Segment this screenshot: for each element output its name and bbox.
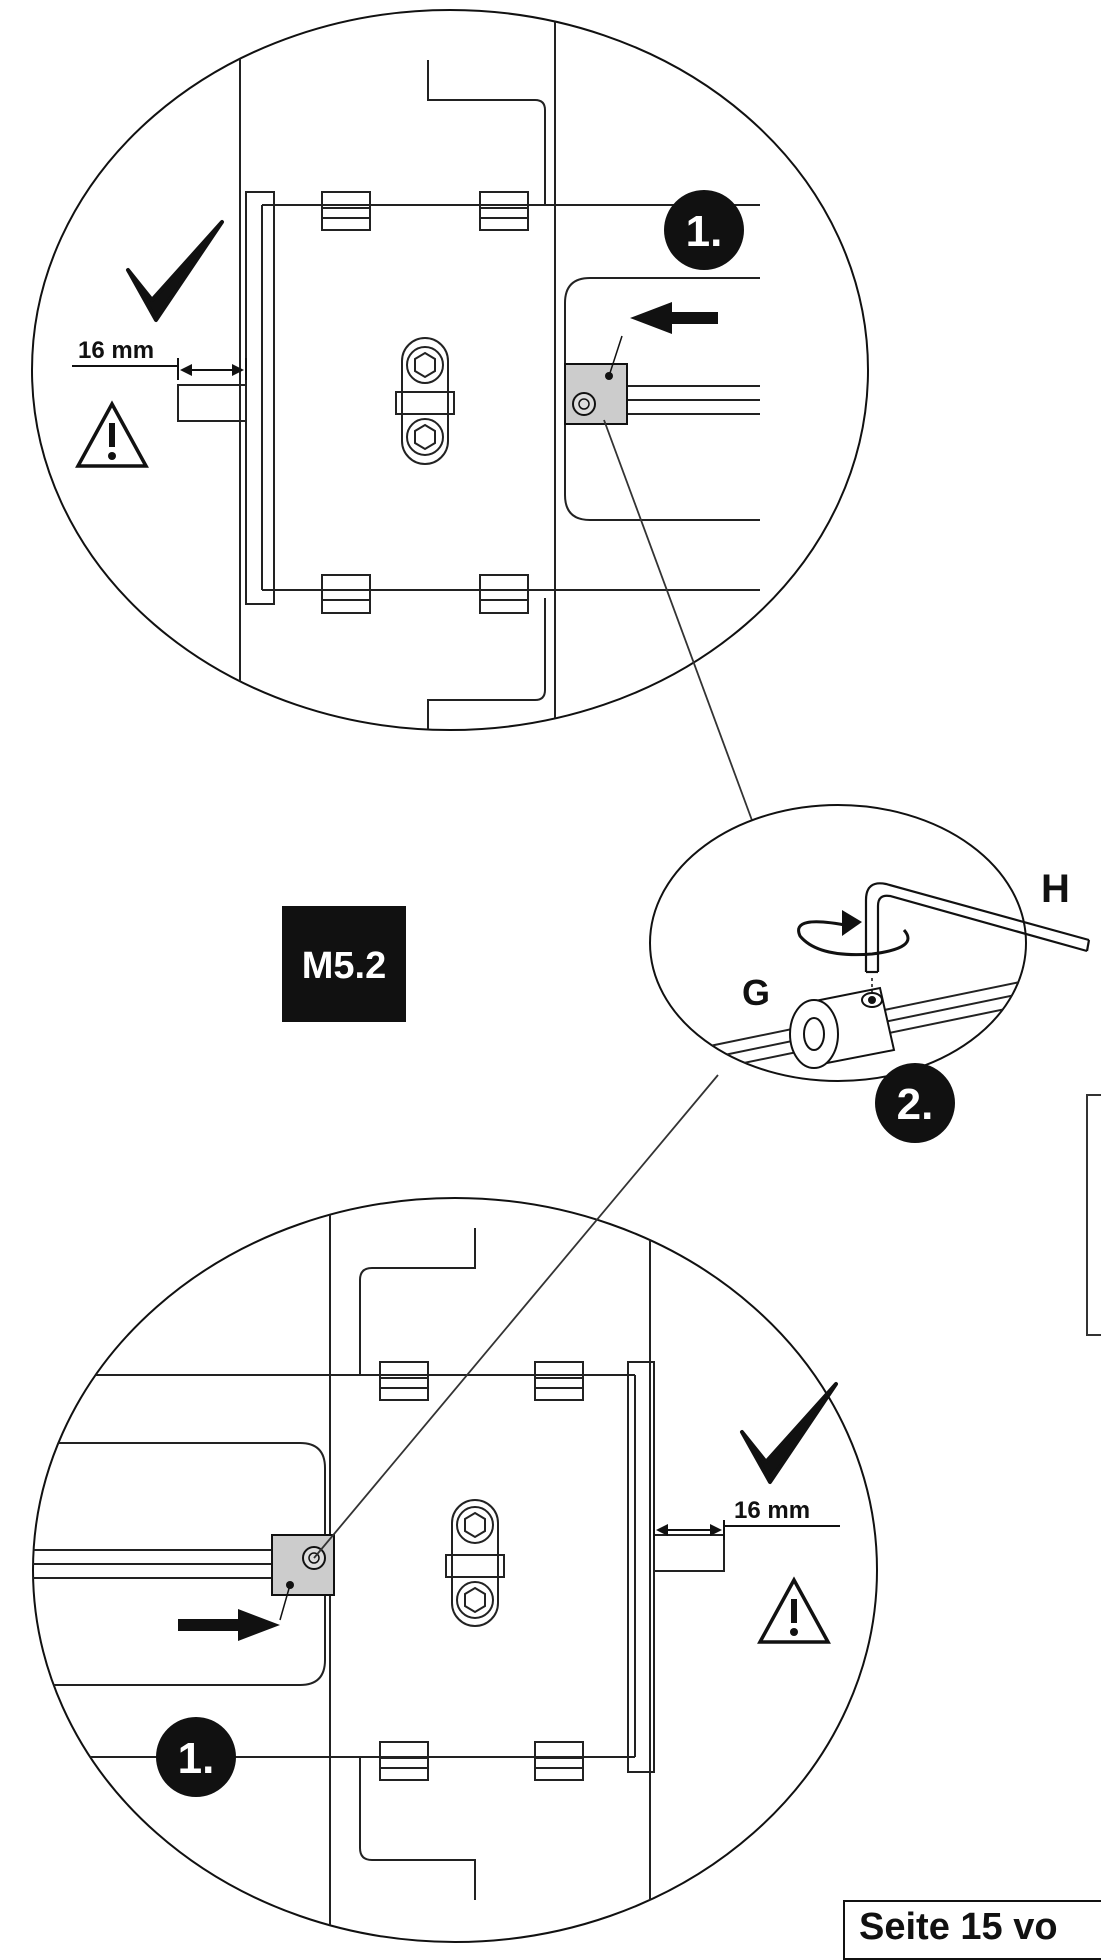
- set-collar-g: [789, 986, 896, 1069]
- top-detail-circle: 16 mm 1.: [31, 9, 869, 731]
- page-number-footer: Seite 15 vo: [843, 1900, 1101, 1960]
- dimension-top: [72, 358, 247, 380]
- part-label-g: G: [742, 972, 770, 1013]
- dimension-label-top: 16 mm: [78, 337, 154, 364]
- arrow-icon: [608, 302, 718, 377]
- bottom-detail-circle: 16 mm 1.: [32, 1197, 878, 1943]
- step-badge-middle: [875, 1063, 955, 1143]
- step-number-bottom: 1.: [178, 1734, 215, 1783]
- hex-key-h: [864, 882, 1091, 994]
- warning-icon: [757, 1576, 831, 1644]
- leader-line-bottom: [313, 1074, 719, 1559]
- arrow-icon: [178, 1584, 291, 1641]
- part-label-h: H: [1041, 867, 1070, 911]
- module-badge: M5.2: [282, 906, 406, 1022]
- warning-icon: [75, 400, 149, 468]
- leader-line-top: [603, 419, 761, 843]
- dimension-bottom: [653, 1520, 840, 1540]
- rotation-arrow-icon: [797, 910, 910, 957]
- dimension-label-bottom: 16 mm: [734, 1497, 810, 1524]
- side-note-box: [1086, 1094, 1101, 1336]
- checkmark-icon: [126, 220, 224, 322]
- step-badge-top: [664, 190, 744, 270]
- set-collar-block-top: [564, 363, 628, 425]
- checkmark-icon: [740, 1382, 838, 1484]
- step-number-top: 1.: [686, 207, 723, 256]
- module-code: M5.2: [302, 945, 386, 987]
- step-number-middle: 2.: [897, 1080, 934, 1129]
- middle-detail-circle: G 2.: [649, 804, 1091, 1143]
- step-badge-bottom: [156, 1717, 236, 1797]
